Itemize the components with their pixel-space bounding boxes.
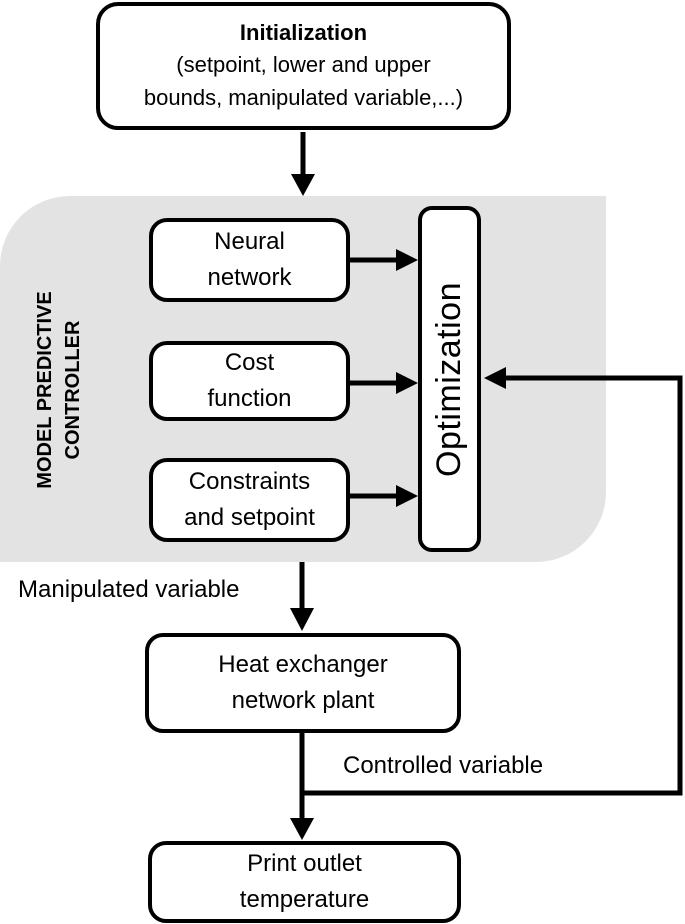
init-to-mpc-arrowhead (291, 174, 315, 196)
mpc-to-plant-arrowhead (290, 608, 314, 631)
constraints-to-opt-arrowhead (396, 485, 418, 507)
cost-to-opt-arrowhead (396, 372, 418, 394)
output-box: Print outlet temperature (148, 841, 461, 923)
neural-network-box: Neural network (149, 218, 350, 302)
plant-label: Heat exchanger network plant (218, 651, 388, 714)
initialization-title: Initialization (239, 20, 368, 45)
plant-to-output-arrowhead (290, 818, 314, 840)
plant-box: Heat exchanger network plant (145, 633, 461, 733)
initialization-description: (setpoint, lower and upper bounds, manip… (143, 52, 464, 110)
constraints-box: Constraints and setpoint (149, 458, 350, 542)
cost-function-box: Cost function (149, 341, 350, 421)
output-label: Print outlet temperature (239, 850, 370, 913)
feedback-connector (302, 375, 683, 796)
cost-function-label: Cost function (207, 349, 292, 412)
manipulated-variable-label: Manipulated variable (18, 576, 240, 603)
feedback-arrowhead (484, 367, 506, 389)
constraints-label: Constraints and setpoint (184, 468, 315, 531)
neural-network-label: Neural network (207, 228, 292, 291)
initialization-box: Initialization (setpoint, lower and uppe… (96, 2, 511, 130)
optimization-box: Optimization (418, 206, 481, 552)
nn-to-opt-arrowhead (396, 249, 418, 271)
controlled-variable-label: Controlled variable (343, 752, 544, 779)
